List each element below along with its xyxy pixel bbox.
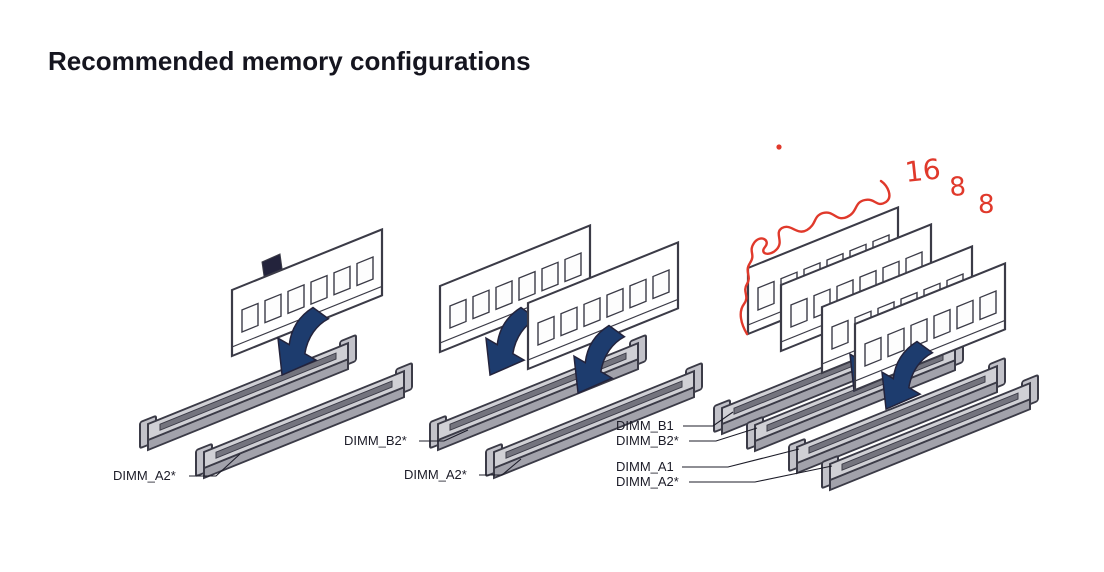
leader-line <box>479 458 522 476</box>
slot-label: DIMM_A2* <box>616 474 679 489</box>
leader-line <box>689 465 833 483</box>
annotation-number: 16 <box>903 152 942 189</box>
diagram-2-dual-dimm: DIMM_B2* DIMM_A2* <box>344 224 704 483</box>
leader-line <box>689 427 758 442</box>
slot-label: DIMM_A2* <box>113 468 176 483</box>
diagram-1-single-dimm: DIMM_A2* <box>113 228 414 483</box>
leader-line <box>683 411 734 427</box>
leader-line <box>189 453 241 477</box>
annotation-dot <box>776 144 782 150</box>
diagram-3-quad-dimm: DIMM_B1 DIMM_B2* DIMM_A1 DIMM_A2* <box>616 206 1040 495</box>
slot-label: DIMM_B2* <box>616 433 679 448</box>
annotation-scribble <box>739 179 891 336</box>
slot-label: DIMM_A2* <box>404 467 467 482</box>
page-title: Recommended memory configurations <box>48 46 531 76</box>
slot-label: DIMM_B2* <box>344 433 407 448</box>
handwritten-annotations: 16 8 8 <box>739 144 995 336</box>
slot-label: DIMM_A1 <box>616 459 674 474</box>
leader-line <box>682 448 800 468</box>
annotation-number: 8 <box>978 190 995 220</box>
leader-line <box>419 429 469 442</box>
annotation-number: 8 <box>948 172 967 203</box>
slot-label: DIMM_B1 <box>616 418 674 433</box>
